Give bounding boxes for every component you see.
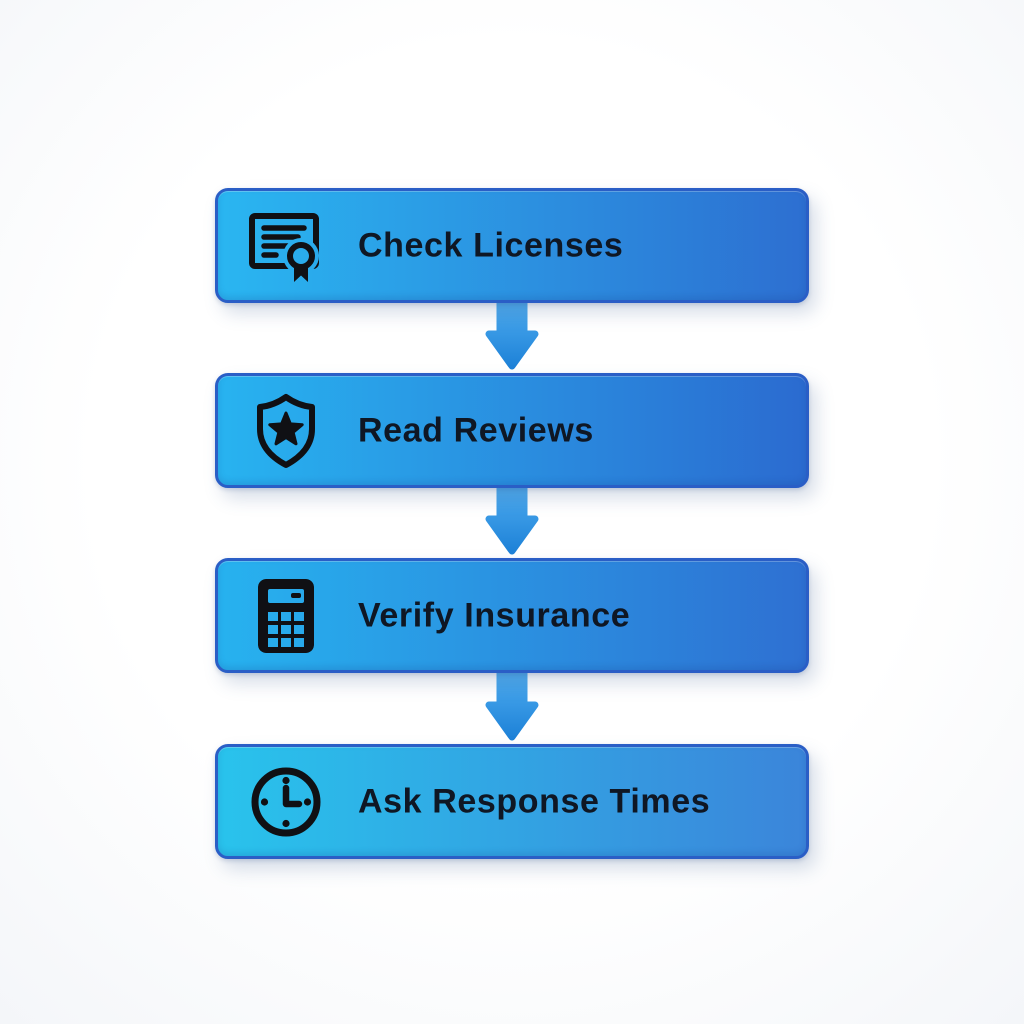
- calculator-icon: [244, 574, 328, 658]
- down-arrow-icon: [480, 671, 544, 745]
- step-ask-response-times: Ask Response Times: [215, 744, 809, 859]
- certificate-icon: [244, 204, 328, 288]
- down-arrow-icon: [480, 300, 544, 374]
- step-check-licenses: Check Licenses: [215, 188, 809, 303]
- step-read-reviews: Read Reviews: [215, 373, 809, 488]
- down-arrow-icon: [480, 485, 544, 559]
- step-label: Ask Response Times: [358, 782, 711, 820]
- step-label: Read Reviews: [358, 411, 594, 449]
- step-verify-insurance: Verify Insurance: [215, 558, 809, 673]
- clock-icon: [244, 760, 328, 844]
- step-label: Check Licenses: [358, 226, 624, 264]
- step-label: Verify Insurance: [358, 596, 631, 634]
- shield-star-icon: [244, 389, 328, 473]
